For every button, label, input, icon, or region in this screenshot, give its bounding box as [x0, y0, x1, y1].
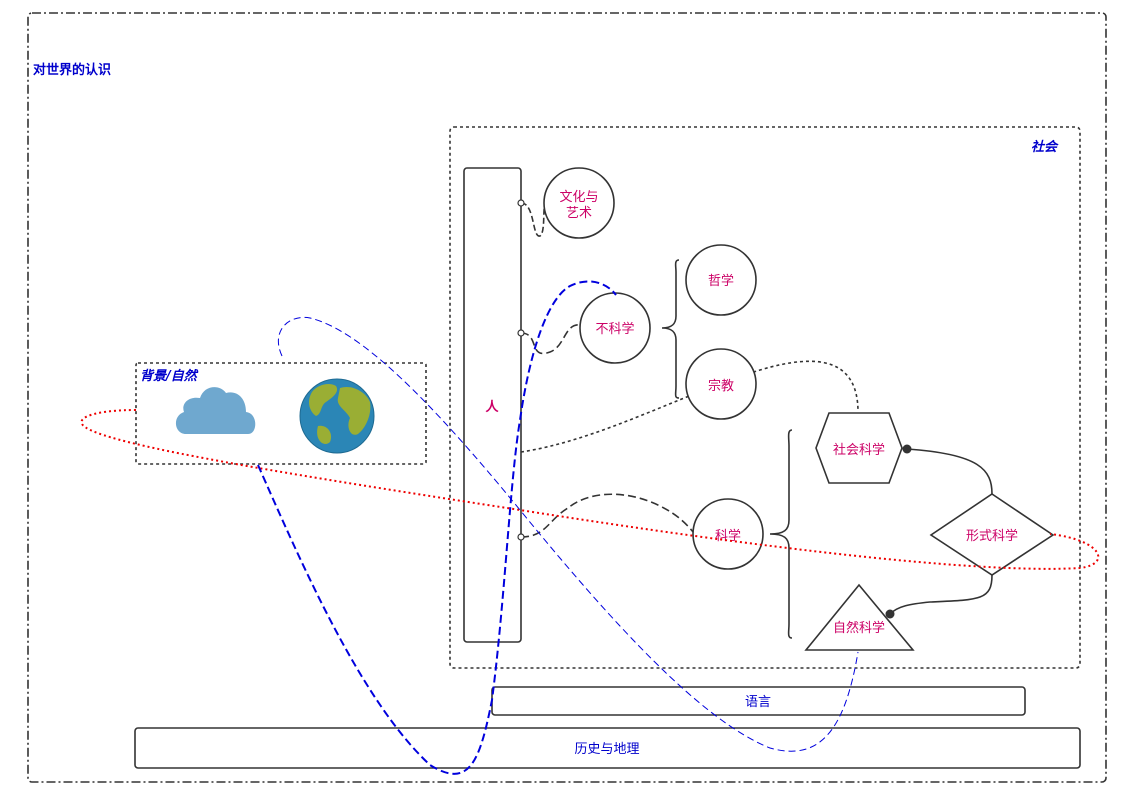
- blue-heavy-dashed-loop: [257, 280, 617, 775]
- link-person-science: [520, 493, 695, 538]
- person-label: 人: [485, 399, 499, 415]
- natural-science-label: 自然科学: [833, 620, 885, 636]
- religion-label: 宗教: [708, 378, 734, 394]
- blue-thin-dashed-loop: [277, 316, 859, 752]
- society-frame: [449, 126, 1081, 669]
- philosophy-node: [685, 244, 757, 316]
- science-label: 科学: [715, 528, 741, 544]
- social-science-node: [815, 412, 903, 484]
- person-bar: [463, 167, 522, 643]
- history-geo-bar: [134, 727, 1081, 769]
- brace-non-science: [661, 259, 680, 399]
- nature-label: 背景/自然: [140, 368, 199, 384]
- link-person-nonscience: [520, 324, 583, 355]
- formal-science-label: 形式科学: [966, 528, 1018, 544]
- link-formal-natural: [889, 574, 993, 615]
- world-frame: [27, 12, 1107, 783]
- culture-art-label-line2: 艺术: [566, 206, 592, 221]
- science-node: [692, 498, 764, 570]
- globe-icon: [299, 378, 375, 454]
- link-person-culture: [520, 202, 547, 237]
- natural-science-node: [804, 583, 915, 651]
- society-label: 社会: [1031, 139, 1059, 155]
- non-science-label: 不科学: [595, 321, 634, 337]
- brace-science: [769, 429, 793, 639]
- red-dotted-loop: [80, 409, 1100, 570]
- philosophy-label: 哲学: [708, 273, 734, 289]
- language-label: 语言: [745, 695, 771, 710]
- world-title: 对世界的认识: [33, 62, 111, 78]
- social-science-label: 社会科学: [833, 442, 885, 458]
- nature-frame: [135, 362, 427, 465]
- religion-node: [685, 348, 757, 420]
- link-formal-social: [906, 448, 993, 495]
- culture-art-node: [543, 167, 615, 239]
- history-geo-label: 历史与地理: [574, 742, 639, 757]
- culture-art-label-line1: 文化与: [559, 190, 598, 205]
- cloud-icon: [175, 387, 256, 434]
